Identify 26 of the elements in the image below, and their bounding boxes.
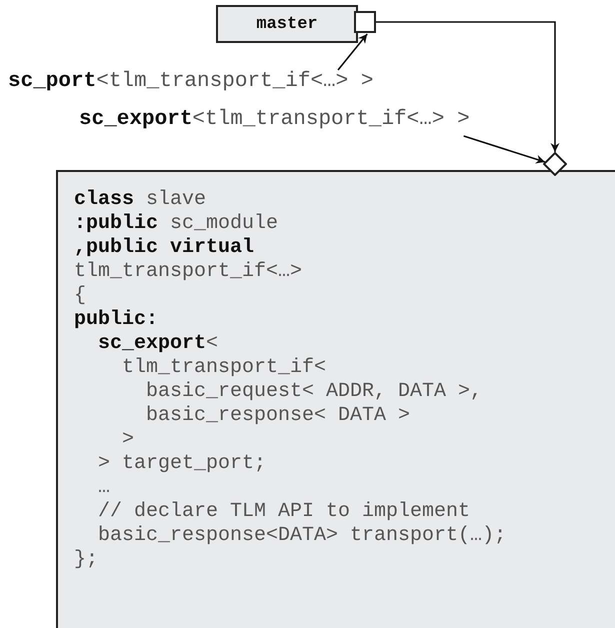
module-name: master [256,14,318,34]
export-diamond [543,152,567,176]
port-square [354,11,376,33]
code-line: sc_export< [98,332,218,356]
code-line: { [74,284,86,308]
code-line: public: [74,308,158,332]
module-box [216,5,358,43]
code-line: basic_response< DATA > [146,404,410,428]
code-line: :public sc_module [74,212,278,236]
code-line: tlm_transport_if<…> [74,260,302,284]
leader-arrow [463,135,546,164]
code-line: … [98,476,110,500]
code-line: > target_port; [98,452,266,476]
code-line: // declare TLM API to implement [98,500,470,524]
port-type-label: sc_port<tlm_transport_if<…> > [8,70,374,94]
code-line: }; [74,548,98,572]
code-line: > [122,428,134,452]
code-line: ,public virtual [74,236,254,260]
leader-arrow [337,34,368,70]
code-line: basic_request< ADDR, DATA >, [146,380,482,404]
code-line: tlm_transport_if< [122,356,326,380]
connection-line [376,21,560,152]
code-line: class slave [74,188,206,212]
module-box [56,170,615,628]
code-line: basic_response<DATA> transport(…); [98,524,506,548]
export-type-label: sc_export<tlm_transport_if<…> > [79,108,470,132]
